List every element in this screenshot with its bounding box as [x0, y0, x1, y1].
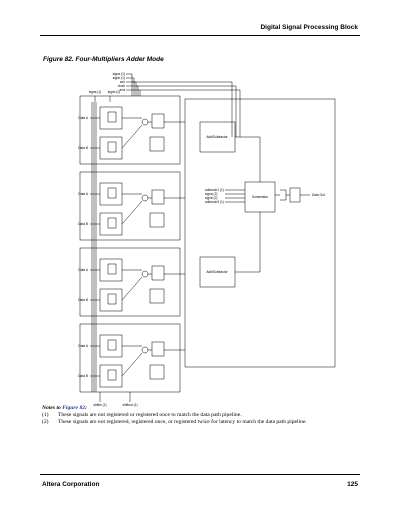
block1-data-a-label: Data A — [78, 116, 88, 120]
header-rule — [40, 35, 360, 36]
note-text: These signals are not registered or regi… — [58, 412, 242, 418]
page-number: 125 — [347, 481, 358, 488]
figure-notes: Notes to Figure 82: (1) These signals ar… — [42, 405, 372, 426]
add-subtractor-top-label: Add/Subtractor — [206, 135, 228, 139]
block3-data-b-label: Data B — [78, 298, 88, 302]
block4-data-b-label: Data B — [78, 374, 88, 378]
mux-input-label-2: signb (2) — [205, 196, 217, 200]
multiplier-block-2 — [79, 171, 185, 241]
note-item: (2) These signals are not registered, re… — [42, 419, 372, 426]
block2-data-b-label: Data B — [78, 222, 88, 226]
block2-data-a-label: Data A — [78, 192, 88, 196]
note-number: (2) — [42, 419, 49, 425]
notes-figure-link[interactable]: Figure 82 — [62, 405, 86, 411]
mux-input-label-0: addnsub1 (1) — [205, 188, 224, 192]
top-signal-label-4: ena — [120, 88, 126, 92]
figure-diagram: signa (1) signb (1) aclr clock ena signa… — [40, 62, 360, 407]
mux-input-label-3: addnsub3 (1) — [205, 200, 224, 204]
note-item: (1) These signals are not registered or … — [42, 412, 372, 419]
multiplier-block-3 — [79, 247, 185, 317]
page-header-title: Digital Signal Processing Block — [260, 24, 358, 31]
bottom-signal-label-0: shiftin (1) — [93, 403, 106, 407]
input-signal-label-0: signa (1) — [89, 90, 101, 94]
figure-title: Figure 82. Four-Multipliers Adder Mode — [43, 56, 164, 63]
footer-rule — [40, 474, 360, 475]
four-multipliers-adder-diagram: signa (1) signb (1) aclr clock ena signa… — [78, 72, 336, 407]
bottom-signal-label-1: shiftout (1) — [122, 403, 137, 407]
top-signal-label-1: signb (1) — [113, 76, 125, 80]
top-signal-label-2: aclr — [120, 80, 126, 84]
footer-company: Altera Corporation — [42, 481, 100, 488]
mux-input-label-1: signa (2) — [205, 192, 217, 196]
adder-region-frame — [184, 98, 336, 368]
notes-title: Notes to Figure 82: — [42, 405, 372, 412]
top-signal-label-0: signa (1) — [113, 72, 125, 76]
add-subtractor-bottom-label: Add/Subtractor — [206, 270, 228, 274]
multiplier-block-1 — [79, 95, 185, 165]
block1-data-b-label: Data B — [78, 146, 88, 150]
note-text: These signals are not registered, regist… — [58, 419, 307, 425]
block4-data-a-label: Data A — [78, 344, 88, 348]
note-number: (1) — [42, 412, 49, 418]
input-signal-label-1: signb (2) — [108, 90, 120, 94]
top-signal-label-3: clock — [118, 84, 126, 88]
summation-label: Summation — [252, 195, 268, 199]
block3-data-a-label: Data A — [78, 268, 88, 272]
notes-title-colon: : — [85, 405, 87, 411]
data-out-label: Data Out — [312, 193, 325, 197]
notes-title-prefix: Notes to — [42, 405, 63, 411]
